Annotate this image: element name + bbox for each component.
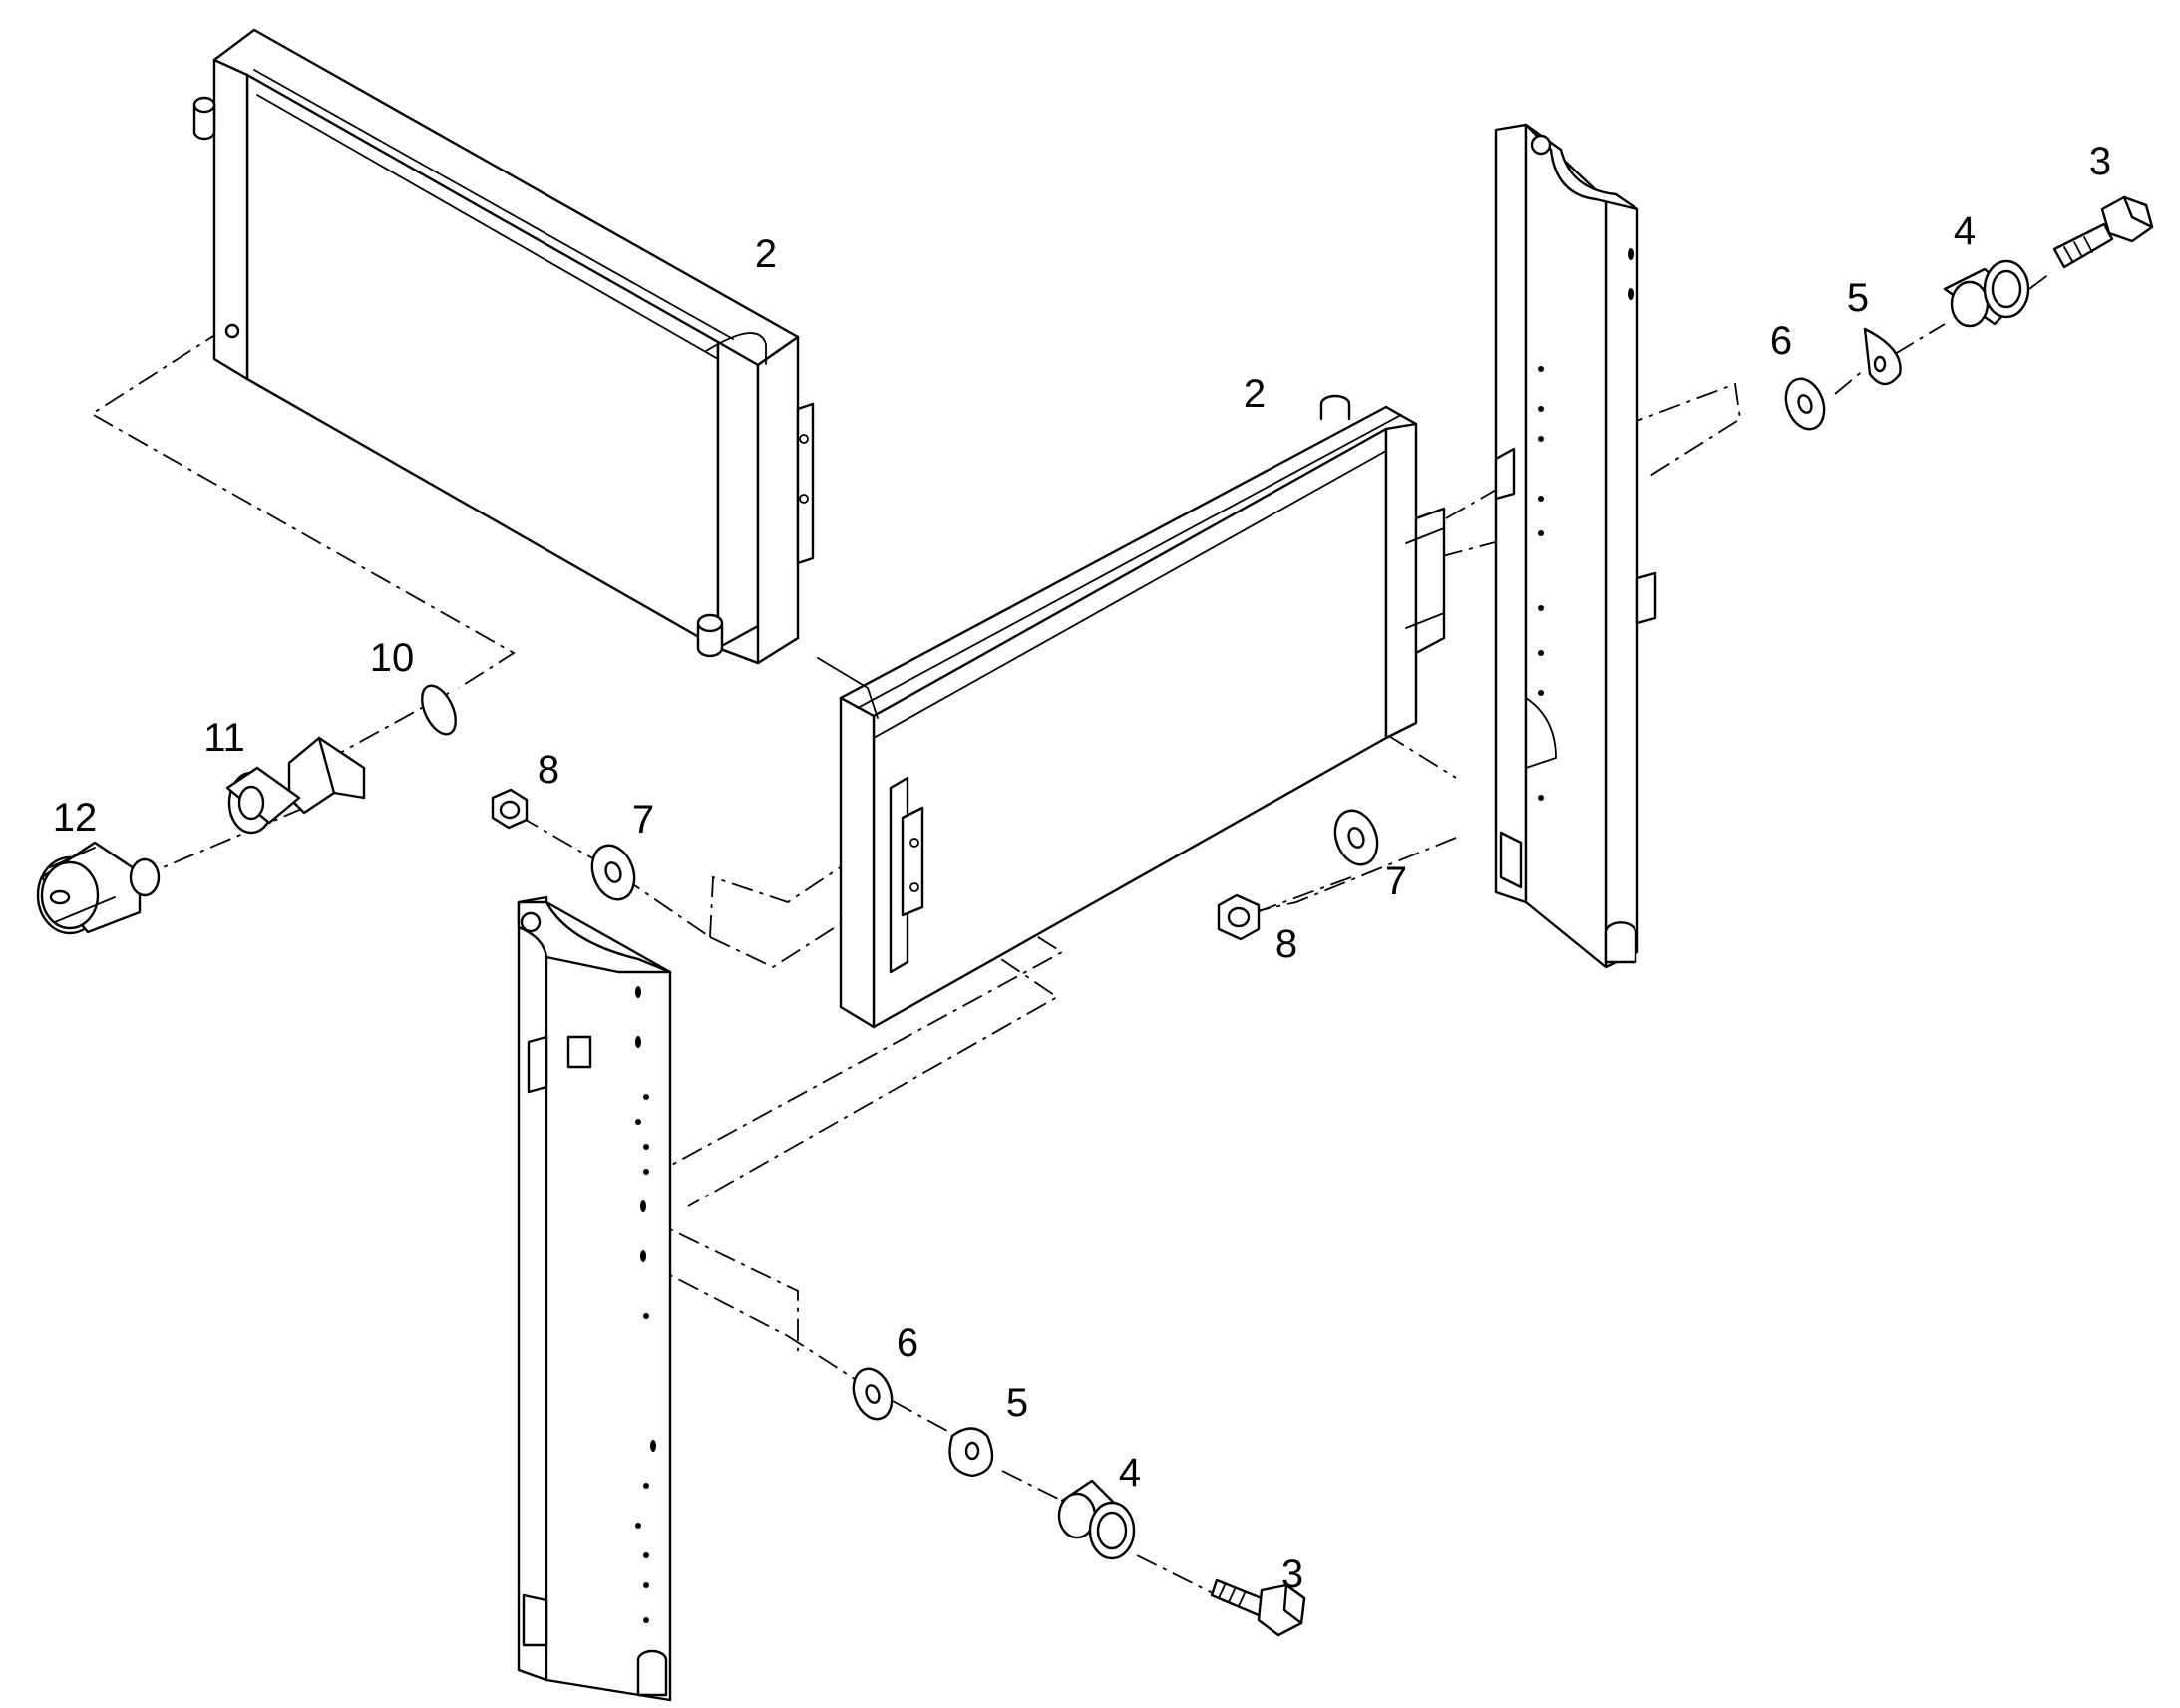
callout-3-right: 3	[2089, 140, 2111, 183]
left-bracket-foot	[636, 1649, 668, 1697]
assembly-line-7-8-right	[1256, 876, 1352, 913]
radiator2-right-bracket	[1414, 507, 1446, 655]
assembly-line-6-5-right	[1834, 368, 1866, 395]
left-bracket-face	[545, 900, 672, 1702]
assembly-lines	[90, 273, 2050, 1596]
callout-5-lower: 5	[1006, 1381, 1028, 1425]
assembly-line-upper-left	[90, 328, 516, 689]
bolt-3-right	[2052, 195, 2154, 269]
radiator-panel-upper	[192, 28, 815, 665]
callout-8-right: 8	[1275, 922, 1297, 966]
bushing-4-lower	[1057, 1479, 1136, 1560]
plug-12	[36, 841, 161, 935]
nut-8-left	[491, 788, 529, 830]
clip-5-right	[1863, 327, 1902, 386]
right-bracket-side	[1494, 123, 1528, 904]
callout-10: 10	[370, 636, 415, 680]
fitting-11	[225, 736, 366, 835]
radiator2-core-face	[872, 427, 1388, 1029]
right-bracket-foot	[1604, 921, 1637, 964]
right-bracket-face	[1604, 197, 1639, 969]
radiator2-left-bracket-plate	[901, 806, 924, 917]
assembly-line-bracket-lower	[687, 891, 1059, 1207]
right-support-bracket	[1494, 123, 1657, 969]
assembly-line-low-washer	[642, 1260, 859, 1382]
bushing-4-right	[1943, 259, 2030, 328]
radiator-panel-middle	[817, 394, 1446, 1029]
assembly-line-4-3-low	[1136, 1554, 1218, 1596]
hardware	[36, 195, 2154, 1637]
left-support-bracket	[517, 895, 672, 1702]
callout-4-right: 4	[1954, 209, 1976, 253]
radiator-mount-hole	[224, 323, 240, 339]
washer-6-right	[1784, 377, 1826, 431]
callout-11: 11	[203, 716, 245, 760]
assembly-line-11-12	[139, 807, 305, 878]
washer-7-left	[590, 844, 636, 901]
assembly-line-5-4-low	[1001, 1470, 1073, 1507]
callout-7-right: 7	[1385, 859, 1407, 903]
washer-7-right	[1333, 809, 1379, 866]
right-bracket-web	[1524, 123, 1608, 969]
assembly-line-5-4-right	[1894, 323, 1946, 355]
left-bracket-top-flange	[517, 900, 672, 974]
left-bracket-tab	[527, 1035, 548, 1094]
radiator-bottom-pipe	[696, 621, 724, 658]
callout-8-left: 8	[538, 748, 559, 792]
left-bracket-side	[517, 895, 548, 1682]
callout-6-right: 6	[1770, 319, 1792, 363]
radiator-right-side	[716, 340, 760, 665]
radiator2-left-side	[839, 696, 876, 1029]
callout-2-middle: 2	[1244, 372, 1266, 416]
callout-12: 12	[53, 796, 98, 840]
callout-4-lower: 4	[1119, 1451, 1141, 1495]
assembly-line-10-11	[330, 692, 450, 759]
left-bracket-slot	[566, 1035, 592, 1069]
callouts: 2 2 3 3 4 4 5 5 6 6 7 7 8 8 10 11 12	[53, 140, 2111, 1596]
right-bracket-tab	[1494, 447, 1516, 501]
retaining-ring-10	[421, 684, 457, 736]
nut-8-right	[1217, 893, 1261, 941]
assembly-line-left-box	[709, 842, 879, 938]
assembly-line-6-5-low	[892, 1400, 948, 1432]
assembly-line-4-3-right	[2028, 273, 2050, 290]
radiator-top-pipe	[192, 103, 216, 141]
assembly-line-bracket-upper	[667, 852, 1064, 1168]
callout-2-upper: 2	[755, 232, 777, 276]
radiator-right-frame	[756, 335, 800, 665]
callout-5-right: 5	[1847, 276, 1869, 320]
clip-5-lower	[948, 1427, 994, 1478]
radiator2-top-pipe	[1319, 394, 1351, 421]
assembly-line-low-box	[642, 1215, 799, 1351]
callout-3-lower: 3	[1281, 1552, 1303, 1596]
radiator2-right-side	[1384, 422, 1418, 740]
callout-7-left: 7	[632, 798, 654, 842]
radiator-mount-bracket	[796, 402, 815, 565]
right-bracket-top-flange	[1524, 123, 1639, 211]
bolt-3-lower	[1210, 1578, 1306, 1637]
radiator2-handle	[817, 657, 879, 719]
radiator-handle	[705, 332, 767, 365]
callout-6-lower: 6	[897, 1321, 918, 1365]
washer-6-lower	[852, 1367, 894, 1421]
radiator-left-side	[212, 58, 249, 381]
